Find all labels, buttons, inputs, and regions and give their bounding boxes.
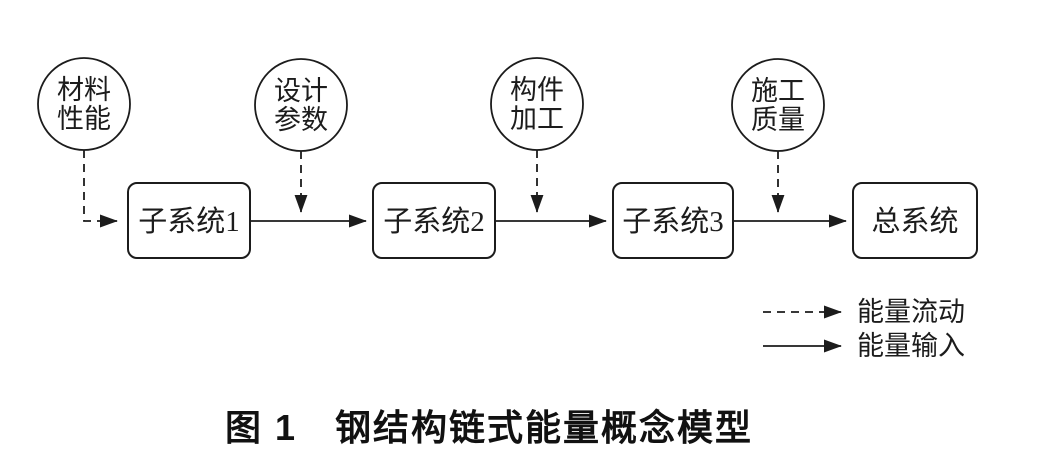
total-system-label: 总系统 — [871, 205, 958, 238]
component-fabrication-label-line2: 加工 — [510, 104, 564, 134]
component-fabrication-label-line1: 构件 — [510, 75, 564, 105]
design-parameters-label-line2: 参数 — [274, 105, 328, 135]
box-subsystem-2: 子系统2 — [372, 182, 496, 259]
construction-quality-label-line2: 质量 — [751, 105, 805, 135]
dashed-arrow-material-to-subsystem1 — [83, 150, 118, 228]
subsystem-2-label: 子系统2 — [383, 205, 485, 238]
input-node-design-parameters: 设计 参数 — [254, 58, 348, 152]
figure-caption: 图 1 钢结构链式能量概念模型 — [225, 407, 753, 448]
design-parameters-label-line1: 设计 — [274, 76, 328, 106]
material-properties-label-line2: 性能 — [57, 104, 111, 134]
legend-solid-label: 能量输入 — [857, 331, 965, 361]
subsystem-1-label: 子系统1 — [138, 205, 240, 238]
legend-dashed-label: 能量流动 — [857, 297, 965, 327]
input-node-construction-quality: 施工 质量 — [731, 58, 825, 152]
construction-quality-label-line1: 施工 — [751, 76, 805, 106]
box-subsystem-3: 子系统3 — [612, 182, 734, 259]
input-node-component-fabrication: 构件 加工 — [490, 57, 584, 151]
box-total-system: 总系统 — [852, 182, 978, 259]
total-system-rect — [852, 182, 978, 259]
box-subsystem-1: 子系统1 — [127, 182, 251, 259]
subsystem-3-label: 子系统3 — [622, 205, 724, 238]
material-properties-label-line1: 材料 — [57, 75, 111, 105]
legend: 能量流动 能量输入 — [763, 297, 965, 361]
input-node-material-properties: 材料 性能 — [37, 57, 131, 151]
